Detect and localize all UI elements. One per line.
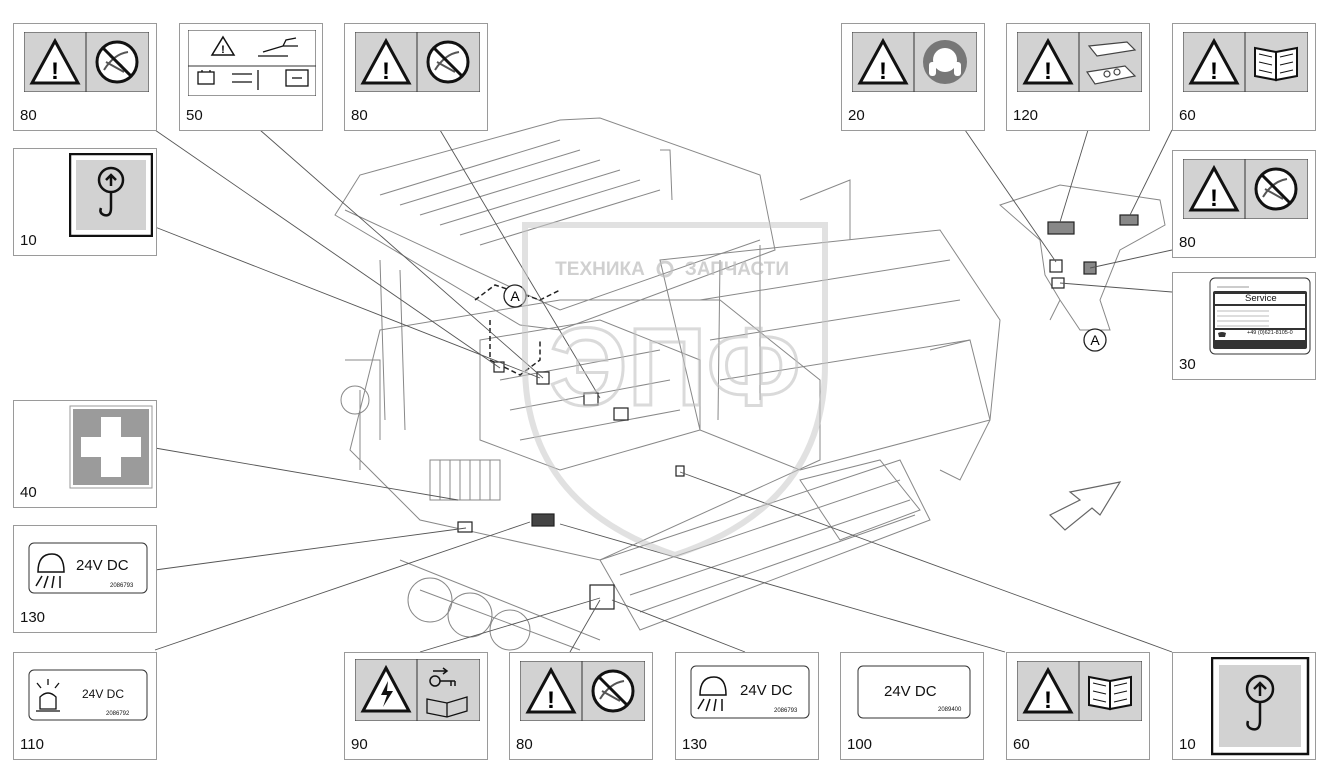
callout-number: 10 xyxy=(1179,736,1196,753)
svg-text:!: ! xyxy=(382,58,390,85)
view-marker-a xyxy=(503,284,1107,352)
svg-text:!: ! xyxy=(1044,687,1052,714)
callout-number: 60 xyxy=(1179,107,1196,124)
callout-work-light-24v: 24V DC 2086793 130 xyxy=(13,525,157,633)
callout-number: 60 xyxy=(1013,736,1030,753)
callout-warning-crush-hazard: ! 120 xyxy=(1006,23,1150,131)
warning-icon: ! xyxy=(1022,37,1074,85)
callout-work-light-24v: 24V DC 2086793 130 xyxy=(675,652,819,760)
callout-number: 80 xyxy=(20,107,37,124)
warning-icon: ! xyxy=(525,666,577,714)
callout-battery-welding: ! 50 xyxy=(179,23,323,131)
callout-number: 80 xyxy=(351,107,368,124)
no-hand-fan-icon xyxy=(95,40,139,84)
svg-text:!: ! xyxy=(879,58,887,85)
beacon-icon xyxy=(36,679,60,712)
callout-number: 20 xyxy=(848,107,865,124)
svg-text:!: ! xyxy=(1210,58,1218,85)
manual-book-icon xyxy=(1254,46,1298,82)
callout-first-aid: 40 xyxy=(13,400,157,508)
no-hand-fan-icon xyxy=(426,40,470,84)
key-icon xyxy=(429,667,456,687)
warning-icon: ! xyxy=(29,37,81,85)
watermark-brand: ТЕХНИКА xyxy=(555,259,645,280)
callout-beacon-24v: 24V DC 2086792 110 xyxy=(13,652,157,760)
callout-number: 90 xyxy=(351,736,368,753)
part-number: 2086793 xyxy=(774,708,798,714)
leader-lines xyxy=(154,129,1173,653)
no-hand-fan-icon xyxy=(1254,167,1298,211)
callout-number: 80 xyxy=(516,736,533,753)
warning-icon: ! xyxy=(1188,37,1240,85)
callout-number: 100 xyxy=(847,736,873,753)
warning-icon: ! xyxy=(1022,666,1074,714)
manual-book-icon xyxy=(1088,675,1132,711)
callout-warning-ear-protection: ! 20 xyxy=(841,23,985,131)
arrow-icon xyxy=(1048,481,1122,531)
callout-number: 120 xyxy=(1013,107,1039,124)
plug-icon xyxy=(285,69,309,87)
lifting-hook-icon xyxy=(1245,674,1275,731)
callout-number: 110 xyxy=(20,736,44,753)
lifting-hook-icon xyxy=(97,166,125,217)
callout-warning-rotating-fan: ! 80 xyxy=(13,23,157,131)
callout-warning-rotating-fan: ! 80 xyxy=(1172,150,1316,258)
svg-text:!: ! xyxy=(1210,185,1218,212)
callout-number: 10 xyxy=(20,232,37,249)
svg-text:!: ! xyxy=(1044,58,1052,85)
machine-outline xyxy=(334,117,1166,651)
service-phone: +49 (0)621-8105-0 xyxy=(1247,330,1293,336)
svg-text:!: ! xyxy=(547,687,555,714)
part-number: 2086793 xyxy=(110,583,134,589)
watermark-brand-2: ЗАПЧАСТИ xyxy=(685,259,789,280)
part-number: 2086792 xyxy=(106,711,130,717)
callout-electrical-hazard: 90 xyxy=(344,652,488,760)
callout-service-label: Service +49 (0)621-8105-0 30 xyxy=(1172,272,1316,380)
warning-icon: ! xyxy=(1188,164,1240,212)
callout-number: 50 xyxy=(186,107,203,124)
callout-voltage-24v: 24V DC 2089400 100 xyxy=(840,652,984,760)
callout-number: 130 xyxy=(682,736,708,753)
electrical-hazard-icon xyxy=(360,664,412,713)
gear-icon xyxy=(656,260,674,278)
part-number: 2089400 xyxy=(938,707,962,713)
warning-icon: ! xyxy=(210,35,236,56)
callout-number: 40 xyxy=(20,484,37,501)
callout-warning-rotating-fan: ! 80 xyxy=(509,652,653,760)
callout-lifting-point: 10 xyxy=(1172,652,1316,760)
view-marker-label: A xyxy=(510,288,520,304)
watermark-logo: ТЕХНИКА ЗАПЧАСТИ ЭПФ xyxy=(522,222,828,559)
battery-icon xyxy=(197,70,215,85)
callout-warning-read-manual: ! 60 xyxy=(1006,652,1150,760)
watermark-logo-text: ЭПФ xyxy=(549,306,800,429)
voltage-label: 24V DC xyxy=(884,683,937,700)
callout-number: 130 xyxy=(20,609,46,626)
service-title: Service xyxy=(1245,293,1277,304)
no-hand-fan-icon xyxy=(591,669,635,713)
first-aid-cross-icon xyxy=(81,417,141,477)
work-light-icon xyxy=(35,553,65,589)
callout-warning-rotating-fan: ! 80 xyxy=(344,23,488,131)
view-marker-label: A xyxy=(1090,332,1100,348)
callout-lifting-point: 10 xyxy=(13,148,157,256)
manual-book-icon xyxy=(426,696,468,718)
svg-text:!: ! xyxy=(221,44,225,56)
warning-icon: ! xyxy=(360,37,412,85)
callout-warning-read-manual: ! 60 xyxy=(1172,23,1316,131)
callout-number: 30 xyxy=(1179,356,1196,373)
ear-protection-icon xyxy=(923,40,967,84)
crush-hazard-icon xyxy=(1085,41,1137,85)
welding-icon xyxy=(258,37,298,57)
phone-icon xyxy=(1218,332,1226,337)
voltage-label: 24V DC xyxy=(740,682,793,699)
voltage-label: 24V DC xyxy=(82,687,125,701)
warning-icon: ! xyxy=(857,37,909,85)
voltage-label: 24V DC xyxy=(76,557,129,574)
callout-number: 80 xyxy=(1179,234,1196,251)
disconnect-icon xyxy=(232,70,259,90)
svg-text:!: ! xyxy=(51,58,59,85)
work-light-icon xyxy=(697,676,727,712)
